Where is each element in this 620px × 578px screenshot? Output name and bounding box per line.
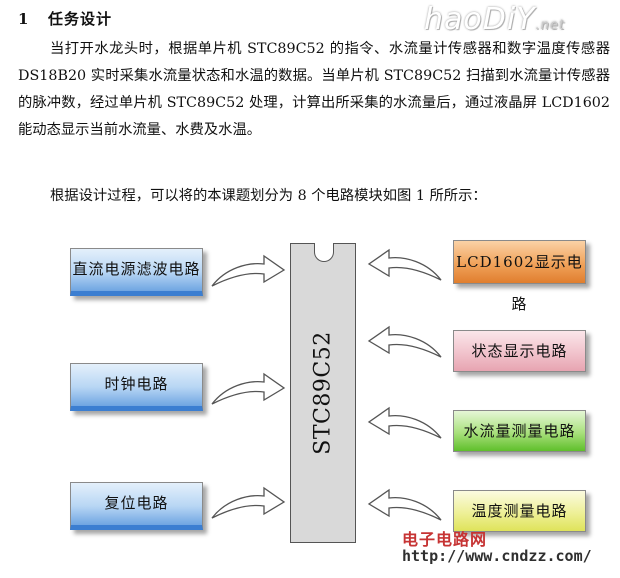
arrow-left-icon	[367, 488, 442, 521]
module-clock: 时钟电路	[70, 363, 203, 411]
arrow-left-icon	[367, 325, 442, 358]
paragraph-modules-intro: 根据设计过程，可以将的本课题划分为 8 个电路模块如图 1 所所示：	[50, 188, 487, 204]
section-heading: 1 任务设计	[18, 8, 112, 29]
module-power-filter: 直流电源滤波电路	[70, 248, 203, 296]
paragraph-description: 当打开水龙头时，根据单片机 STC89C52 的指令、水流量计传感器和数字温度传…	[18, 41, 610, 138]
arrow-right-icon	[211, 486, 286, 519]
module-status-display: 状态显示电路	[453, 330, 586, 372]
section-number: 1	[18, 10, 30, 28]
arrow-left-icon	[367, 406, 442, 439]
module-reset: 复位电路	[70, 482, 203, 530]
haodiy-logo: haoDiY.net	[424, 2, 565, 37]
chip-notch	[314, 243, 334, 262]
watermark-url: http://www.cndzz.com/	[402, 547, 592, 565]
mcu-label: STC89C52	[310, 331, 336, 455]
watermark-site-name: 电子电路网	[402, 530, 488, 549]
mcu-block: STC89C52	[290, 243, 356, 543]
section-title: 任务设计	[48, 10, 113, 28]
module-lcd1602-display: LCD1602显示电路	[453, 240, 586, 313]
arrow-right-icon	[211, 254, 286, 287]
arrow-right-icon	[211, 372, 286, 405]
module-temp-measure: 温度测量电路	[453, 490, 586, 532]
module-flow-measure: 水流量测量电路	[453, 410, 586, 452]
arrow-left-icon	[367, 248, 442, 281]
